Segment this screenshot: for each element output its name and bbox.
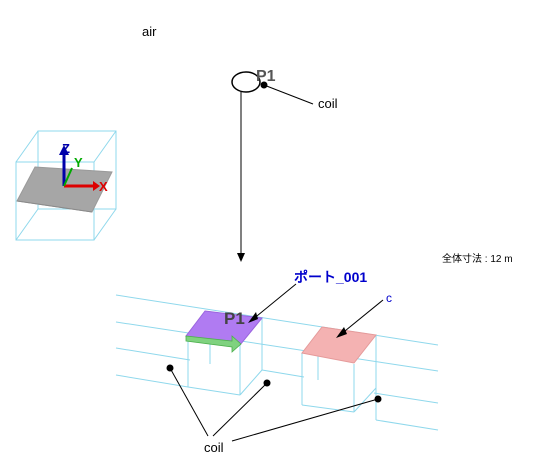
coil-bottom-leaders [166,364,382,442]
port-top-label: P1 [256,68,276,85]
c-face[interactable] [301,326,377,364]
coil-top-leader [263,84,314,105]
coil-top-label: coil [318,96,338,111]
orientation-cube[interactable]: Z Y X [15,130,117,241]
port-direction-arrow [185,335,242,353]
coil-bottom-label: coil [204,440,224,455]
wireframe-structure [115,294,439,431]
air-label: air [142,24,157,39]
c-leader [339,299,384,336]
port-name-leader [251,283,297,321]
port-bottom-label: P1 [224,309,245,328]
z-axis-label: Z [62,141,70,156]
vertical-arrowhead [237,253,245,262]
x-axis-label: X [99,179,108,194]
c-label: c [386,291,392,305]
port-name-label: ポート_001 [294,269,367,285]
y-axis-label: Y [74,155,83,170]
port-loop-ellipse [231,71,261,93]
y-axis-line [63,167,73,187]
size-text: 全体寸法 : 12 m [442,252,513,265]
